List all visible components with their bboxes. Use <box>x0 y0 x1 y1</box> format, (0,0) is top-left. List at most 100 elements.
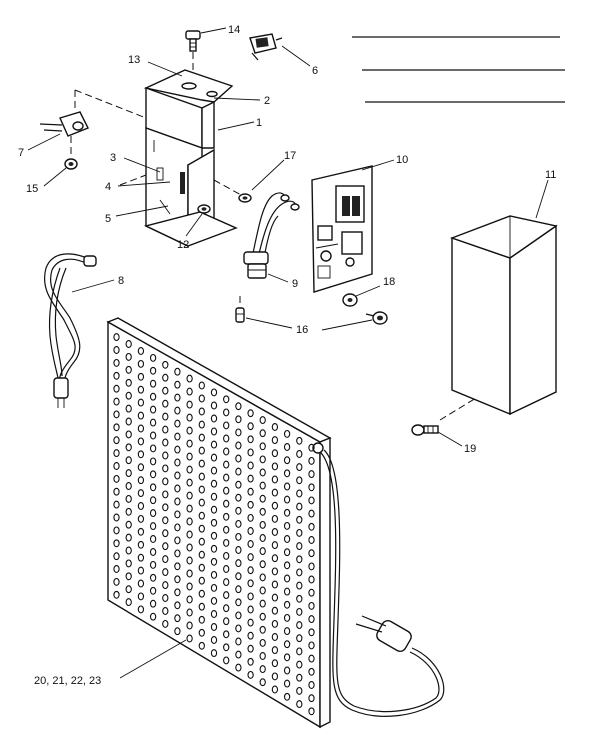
grille-hole <box>296 594 303 603</box>
grille-hole <box>283 692 291 701</box>
grille-hole <box>296 581 303 590</box>
grille-hole <box>186 439 193 448</box>
part-cover-11 <box>439 215 558 421</box>
grille-hole <box>271 633 279 641</box>
grille-hole <box>186 452 193 461</box>
grille-hole <box>174 484 181 493</box>
callout-5: 5 <box>105 213 111 225</box>
grille-hole <box>137 437 145 446</box>
grille-hole <box>113 500 120 509</box>
grille-hole <box>223 591 230 600</box>
grille-hole <box>223 643 230 652</box>
grille-hole <box>247 605 254 614</box>
grille-hole <box>198 576 205 585</box>
grille-hole <box>125 507 132 516</box>
grille-hole <box>113 513 120 522</box>
grille-hole <box>247 592 254 601</box>
grille-hole <box>247 657 254 666</box>
grille-hole <box>271 475 279 484</box>
grille-hole <box>308 667 315 676</box>
grille-hole <box>125 443 132 452</box>
grille-hole <box>113 371 120 380</box>
grille-hole <box>186 478 193 487</box>
grille-hole <box>125 469 132 478</box>
grille-hole <box>162 438 169 447</box>
grille-hole <box>162 386 169 395</box>
grille-hole <box>113 436 120 445</box>
grille-hole <box>210 518 218 527</box>
grille-hole <box>271 554 279 563</box>
grille-hole <box>162 529 169 538</box>
grille-hole <box>223 538 230 547</box>
grille-hole <box>223 656 230 665</box>
grille-hole <box>162 360 169 369</box>
grille-hole <box>259 547 266 556</box>
callout-20-21-22-23: 20, 21, 22, 23 <box>34 675 101 687</box>
grille-hole <box>125 340 132 348</box>
grille-hole <box>235 598 242 607</box>
grille-hole <box>235 519 242 528</box>
grille-hole <box>113 590 120 599</box>
grille-hole <box>210 479 218 488</box>
grille-hole <box>223 499 230 508</box>
grille-hole <box>149 599 157 608</box>
grille-hole <box>247 461 254 470</box>
grille-hole <box>162 373 169 382</box>
grille-hole <box>283 600 291 609</box>
grille-hole <box>296 476 303 485</box>
grille-hole <box>186 504 193 513</box>
part-washer-18 <box>342 293 358 307</box>
grille-hole <box>308 496 315 505</box>
part-bracket-1 <box>143 69 238 248</box>
grille-hole <box>137 347 145 355</box>
grille-hole <box>162 516 169 525</box>
grille-hole <box>283 469 291 478</box>
grille-hole <box>198 524 205 533</box>
assembly-lines-bracket <box>74 89 244 197</box>
grille-hole <box>125 533 132 542</box>
grille-hole <box>247 631 254 640</box>
grille-hole <box>235 624 242 633</box>
grille-hole <box>113 346 120 354</box>
grille-hole <box>271 423 279 431</box>
grille-hole <box>259 612 266 621</box>
grille-hole <box>223 630 230 639</box>
grille-hole <box>125 598 132 607</box>
grille-hole <box>210 531 218 540</box>
grille-hole <box>235 480 242 489</box>
grille-hole <box>271 567 279 576</box>
grille-hole <box>283 587 291 596</box>
grille-hole <box>174 601 181 610</box>
grille-hole <box>271 685 279 694</box>
grille-hole <box>149 612 157 621</box>
grille-hole <box>149 483 157 492</box>
grille-hole <box>247 448 254 457</box>
grille-hole <box>235 532 242 541</box>
grille-hole <box>296 660 303 669</box>
grille-hole <box>210 544 218 553</box>
grille-hole <box>149 535 157 543</box>
grille-hole <box>186 413 193 422</box>
grille-hole <box>113 449 120 458</box>
grille-hole <box>296 489 303 498</box>
grille-hole <box>113 474 120 483</box>
grille-hole <box>283 679 291 688</box>
grille-hole <box>210 570 218 579</box>
grille-hole <box>283 561 291 570</box>
grille-hole <box>247 644 254 653</box>
callout-11: 11 <box>545 169 556 181</box>
grille-hole <box>186 400 193 409</box>
grille-hole <box>223 486 230 495</box>
grille-hole <box>235 493 242 502</box>
grille-hole <box>186 491 193 500</box>
grille-hole <box>210 649 218 658</box>
grille-hole <box>308 509 315 518</box>
callout-3: 3 <box>110 152 116 164</box>
grille-hole <box>198 459 205 468</box>
grille-hole <box>223 395 230 404</box>
grille-hole <box>174 614 181 623</box>
grille-hole <box>235 546 242 554</box>
grille-hole <box>296 607 303 616</box>
grille-hole <box>186 582 193 591</box>
part-grille-panel-20 <box>106 317 445 729</box>
